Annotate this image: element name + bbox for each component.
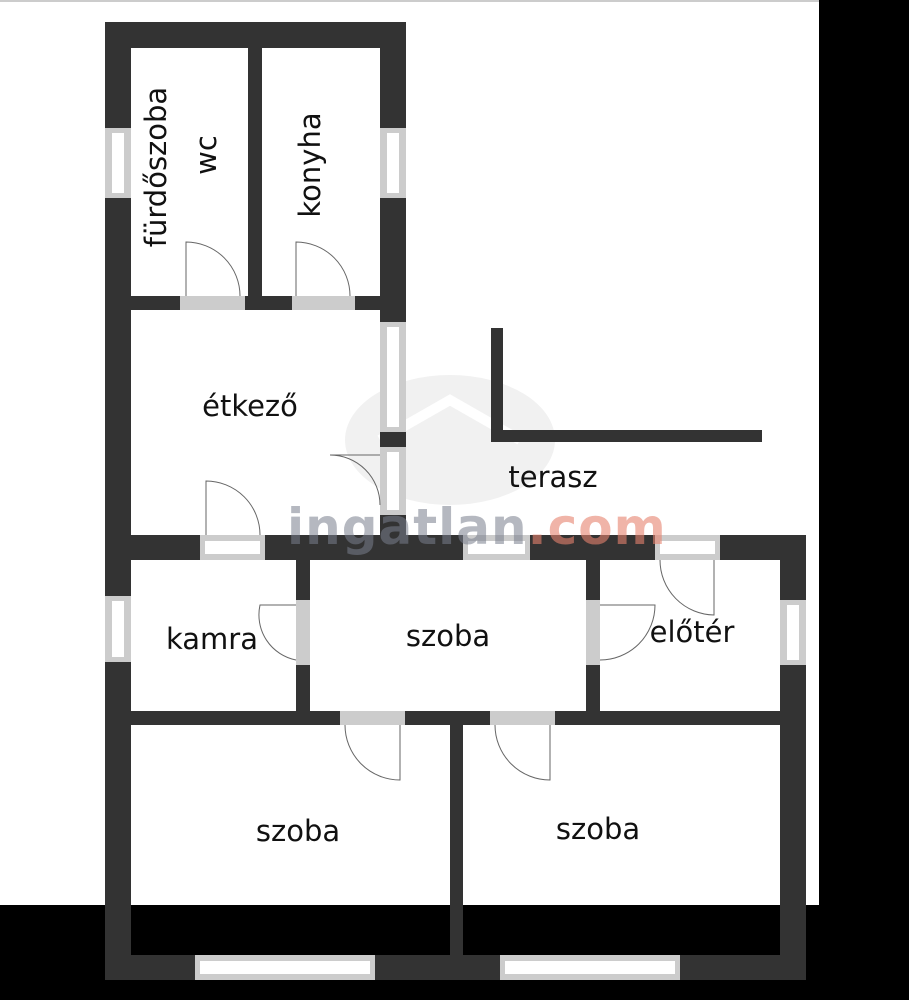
room-label-room-middle: szoba	[405, 619, 491, 654]
room-label-kitchen: konyha	[293, 112, 328, 218]
room-label-room-bottom-right: szoba	[555, 812, 641, 847]
room-label-dining: étkező	[202, 389, 298, 424]
watermark-text: ingatlan.com	[287, 502, 667, 552]
room-label-pantry: kamra	[166, 622, 258, 657]
room-label-terrace: terasz	[508, 460, 598, 495]
room-label-room-bottom-left: szoba	[255, 814, 341, 849]
watermark-tld: .com	[527, 498, 667, 556]
room-label-hall: előtér	[649, 615, 735, 650]
room-label-bathroom: fürdőszoba	[139, 86, 174, 248]
room-label-wc: wc	[189, 135, 224, 175]
watermark-name: ingatlan	[287, 498, 528, 556]
doors	[185, 241, 715, 781]
windows	[105, 128, 806, 980]
